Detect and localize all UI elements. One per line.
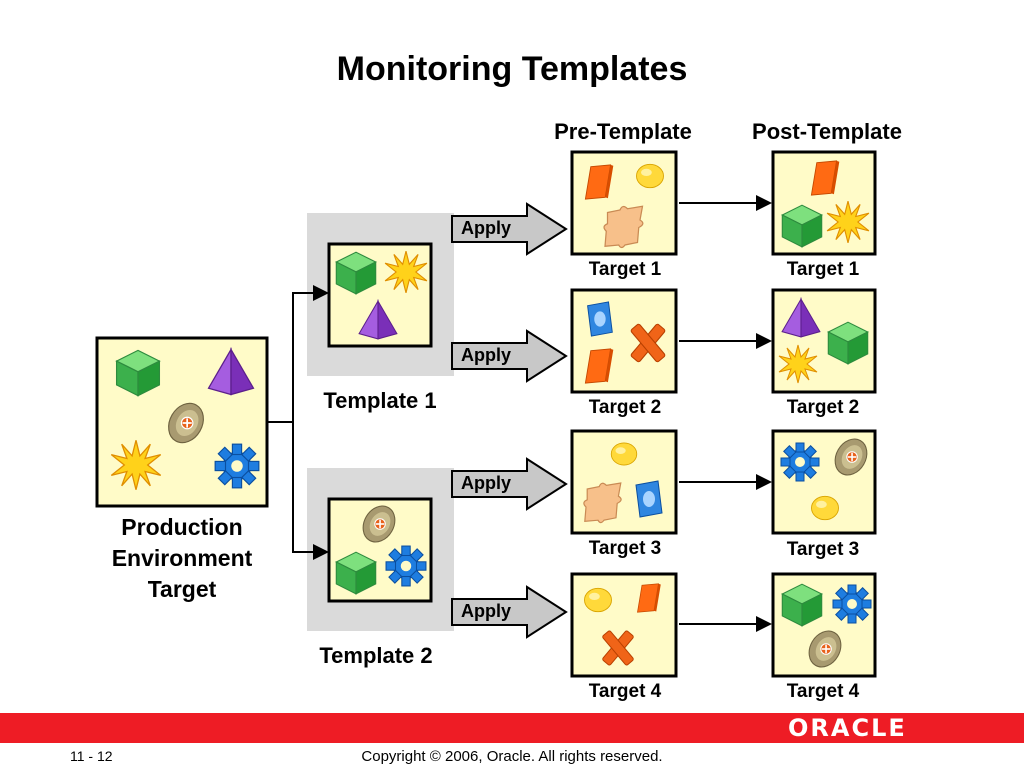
blue-ring-block-icon bbox=[635, 480, 663, 518]
apply-arrows bbox=[451, 202, 568, 639]
post-target-4-label: Target 4 bbox=[786, 681, 860, 702]
blue-gear-icon bbox=[214, 443, 260, 489]
yellow-blob-icon bbox=[610, 442, 638, 466]
apply-label-1: Apply bbox=[461, 218, 512, 238]
page-number: 11 - 12 bbox=[70, 748, 113, 764]
apply-label-2: Apply bbox=[461, 345, 512, 365]
apply-arrow-2 bbox=[451, 329, 568, 383]
apply-arrow-3 bbox=[451, 457, 568, 511]
post-target-1-label: Target 1 bbox=[786, 259, 860, 280]
yellow-blob-icon bbox=[584, 587, 612, 613]
post-target-3-label: Target 3 bbox=[786, 539, 860, 560]
production-label-line-3: Target bbox=[147, 576, 217, 602]
puzzle-piece-icon bbox=[583, 482, 622, 524]
apply-label-4: Apply bbox=[461, 601, 512, 621]
template-2-label: Template 2 bbox=[319, 643, 433, 668]
pre-template-heading: Pre-Template bbox=[554, 119, 692, 144]
yellow-blob-icon bbox=[636, 163, 664, 189]
slide-title: Monitoring Templates bbox=[336, 50, 688, 88]
yellow-blob-icon bbox=[811, 495, 839, 521]
post-target-2-label: Target 2 bbox=[786, 397, 860, 418]
pre-target-3-label: Target 3 bbox=[588, 538, 662, 559]
apply-arrow-1 bbox=[451, 202, 568, 256]
puzzle-piece-icon bbox=[603, 205, 644, 249]
blue-gear-icon bbox=[385, 545, 427, 587]
connector-lines bbox=[268, 195, 772, 632]
apply-arrow-4 bbox=[451, 585, 568, 639]
template-1-label: Template 1 bbox=[323, 388, 437, 413]
copyright-notice: Copyright © 2006, Oracle. All rights res… bbox=[361, 748, 663, 765]
production-label-line-2: Environment bbox=[111, 545, 253, 571]
blue-gear-icon bbox=[832, 584, 872, 624]
pre-target-4-label: Target 4 bbox=[588, 681, 662, 702]
pre-target-1-label: Target 1 bbox=[588, 259, 662, 280]
footer-red-bar bbox=[0, 713, 1024, 743]
production-environment-label: Production Environment Target bbox=[84, 512, 280, 605]
blue-ring-block-icon bbox=[587, 301, 613, 337]
apply-label-3: Apply bbox=[461, 473, 512, 493]
post-template-heading: Post-Template bbox=[752, 119, 902, 144]
production-label-line-1: Production bbox=[121, 514, 243, 540]
pre-target-2-label: Target 2 bbox=[588, 397, 662, 418]
oracle-logo: ORACLE bbox=[788, 714, 907, 742]
blue-gear-icon bbox=[780, 442, 820, 482]
